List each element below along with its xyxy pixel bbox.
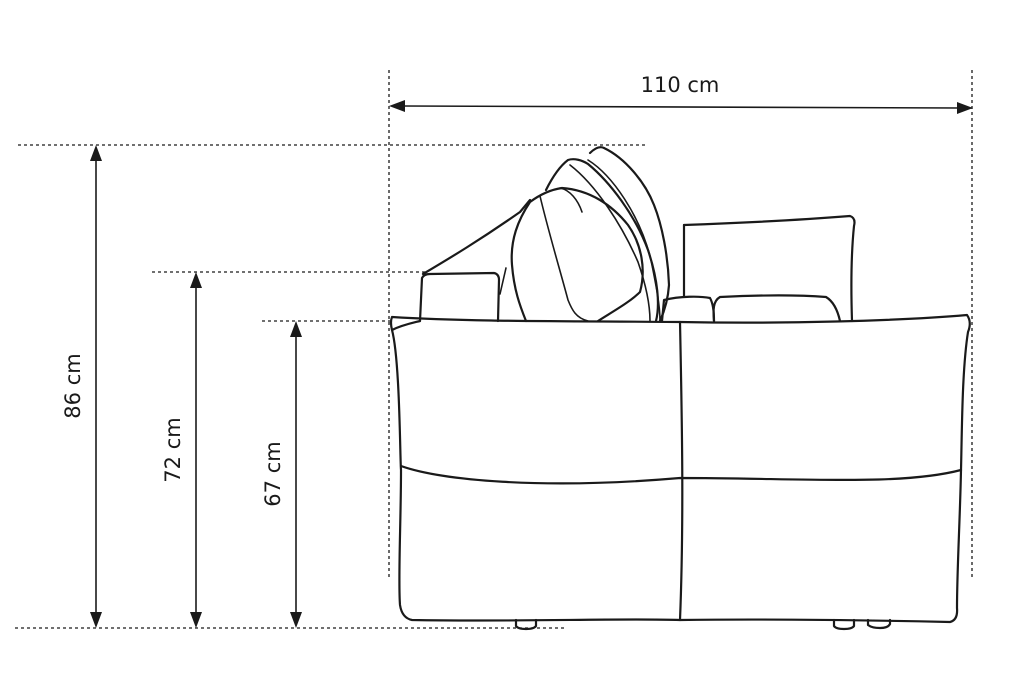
sofa-front-top-lip	[390, 319, 422, 332]
foot-left	[514, 618, 538, 631]
height-arm-label: 72 cm	[161, 417, 185, 482]
height-arm-arrow-bottom	[190, 612, 202, 628]
sofa-front-middle-seam	[678, 320, 684, 622]
height-total-label: 86 cm	[61, 353, 85, 418]
pillow-back-edge	[587, 159, 661, 322]
seat-cushion-right	[712, 294, 842, 323]
sofa-front-horizontal-seam	[399, 464, 963, 485]
height-total-arrow-bottom	[90, 612, 102, 628]
height-arm-dimension: 72 cm	[161, 272, 202, 628]
armrest-top-slope	[421, 198, 532, 276]
armrest-block	[418, 271, 501, 323]
width-dimension: 110 cm	[389, 73, 973, 114]
height-arm-arrow-top	[190, 272, 202, 288]
height-seat-dimension: 67 cm	[261, 321, 302, 628]
pillow-front-corner	[559, 187, 583, 213]
width-label: 110 cm	[641, 73, 720, 97]
height-total-dimension: 86 cm	[61, 145, 102, 628]
width-arrow-right	[957, 102, 973, 114]
width-dimension-line	[401, 105, 961, 109]
foot-right-back	[866, 618, 892, 630]
height-total-arrow-top	[90, 145, 102, 161]
pillow-middle-edge	[569, 164, 651, 322]
height-seat-arrow-top	[290, 321, 302, 337]
back-cushion	[682, 214, 856, 323]
foot-right-front	[832, 618, 856, 631]
height-seat-label: 67 cm	[261, 441, 285, 506]
pillow-front-fold	[539, 195, 589, 322]
sofa-front-body	[389, 313, 971, 624]
pillow-back	[588, 146, 671, 323]
reference-lines	[15, 70, 973, 629]
seat-cushion-middle	[660, 295, 716, 323]
sofa-illustration	[389, 146, 971, 631]
width-arrow-left	[389, 100, 405, 112]
height-seat-arrow-bottom	[290, 612, 302, 628]
pillow-front-crease	[499, 267, 507, 295]
pillow-front	[510, 186, 644, 323]
pillow-middle	[544, 158, 660, 323]
